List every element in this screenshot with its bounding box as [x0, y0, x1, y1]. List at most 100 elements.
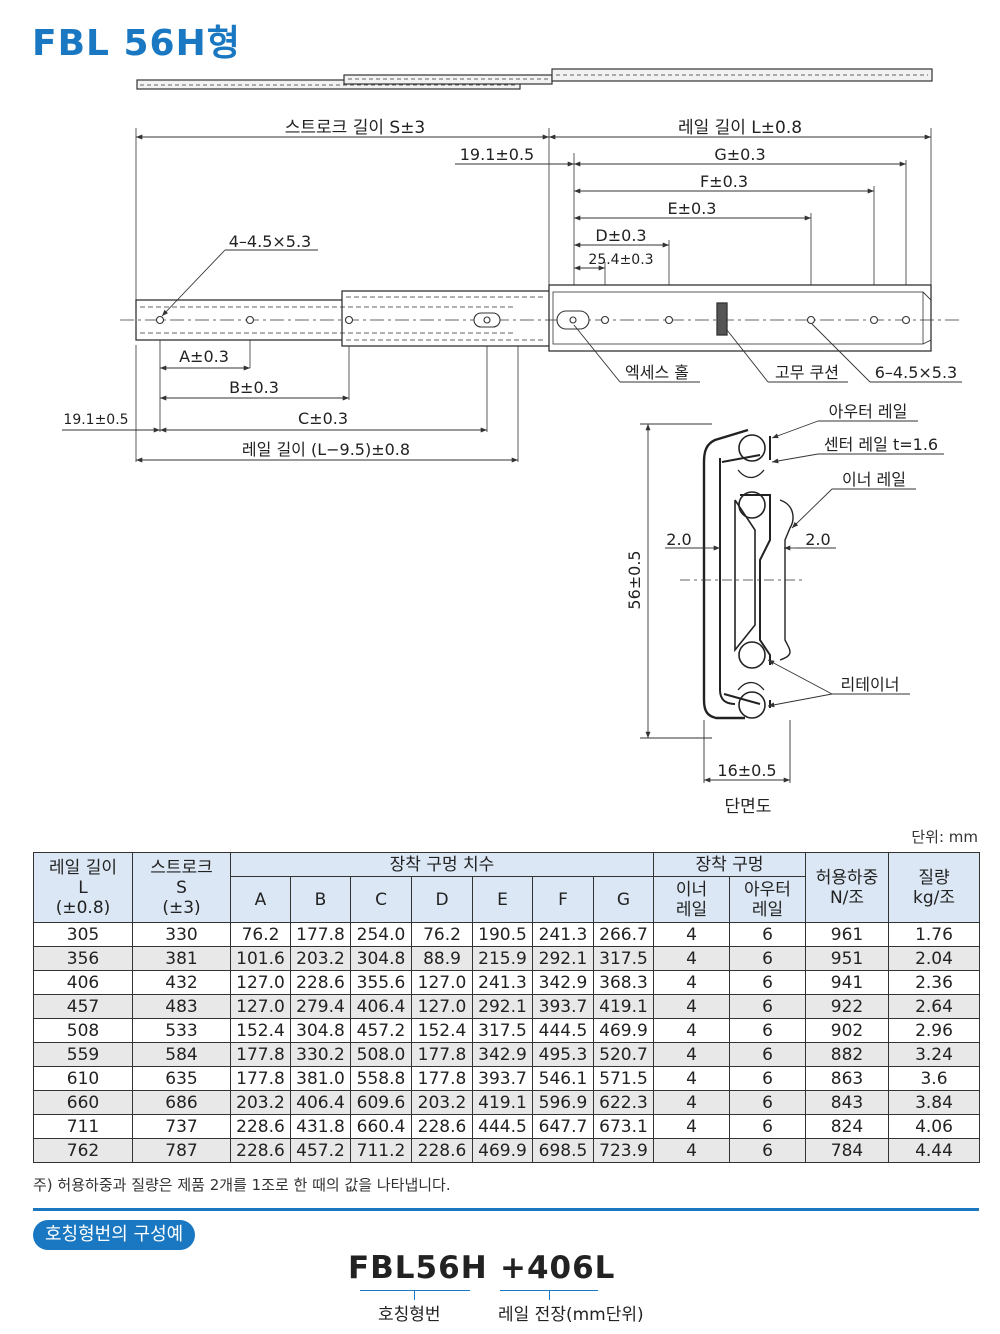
table-cell: 228.6 — [411, 1138, 473, 1163]
table-cell: 342.9 — [532, 970, 594, 995]
table-cell: 292.1 — [532, 946, 594, 971]
table-cell: 215.9 — [472, 946, 533, 971]
table-cell: 304.8 — [290, 1018, 351, 1043]
table-cell: 457.2 — [290, 1138, 351, 1163]
dim-f-label: F±0.3 — [700, 172, 748, 191]
table-cell: 508.0 — [350, 1042, 412, 1067]
table-cell: 406.4 — [290, 1090, 351, 1115]
table-cell: 457 — [33, 994, 133, 1019]
table-cell: 393.7 — [532, 994, 594, 1019]
gap-left-label: 2.0 — [666, 530, 691, 549]
unit-label: 단위: mm — [911, 828, 978, 846]
table-cell: 546.1 — [532, 1066, 594, 1091]
table-cell: 254.0 — [350, 922, 412, 947]
table-cell: 6 — [729, 994, 806, 1019]
table-cell: 127.0 — [230, 970, 291, 995]
table-cell: 2.36 — [888, 970, 980, 995]
header-col-e: E — [472, 876, 533, 923]
table-cell: 863 — [805, 1066, 889, 1091]
table-cell: 961 — [805, 922, 889, 947]
inner-rail-label: 이너 레일 — [842, 470, 906, 489]
table-cell: 558.8 — [350, 1066, 412, 1091]
outer-rail-label: 아우터 레일 — [829, 402, 908, 421]
table-cell: 228.6 — [411, 1114, 473, 1139]
table-cell: 76.2 — [230, 922, 291, 947]
header-col-c: C — [350, 876, 412, 923]
table-cell: 203.2 — [230, 1090, 291, 1115]
outer-holes-label: 6–4.5×5.3 — [875, 363, 957, 382]
table-cell: 483 — [132, 994, 231, 1019]
table-cell: 317.5 — [593, 946, 654, 971]
table-cell: 152.4 — [230, 1018, 291, 1043]
table-cell: 152.4 — [411, 1018, 473, 1043]
rail-side-view — [120, 284, 960, 352]
table-cell: 203.2 — [411, 1090, 473, 1115]
table-cell: 508 — [33, 1018, 133, 1043]
table-cell: 3.6 — [888, 1066, 980, 1091]
header-mount-holes: 장착 구멍 — [653, 852, 806, 877]
table-cell: 533 — [132, 1018, 231, 1043]
retainer-label: 리테이너 — [841, 675, 900, 694]
table-cell: 101.6 — [230, 946, 291, 971]
table-cell: 177.8 — [411, 1042, 473, 1067]
dim-25-label: 25.4±0.3 — [588, 252, 653, 268]
table-cell: 4.44 — [888, 1138, 980, 1163]
table-cell: 520.7 — [593, 1042, 654, 1067]
table-cell: 6 — [729, 970, 806, 995]
table-cell: 292.1 — [472, 994, 533, 1019]
table-cell: 635 — [132, 1066, 231, 1091]
model-caption: 호칭형번 — [378, 1305, 441, 1325]
table-cell: 4 — [653, 970, 730, 995]
offset-top-label: 19.1±0.5 — [460, 145, 534, 164]
table-cell: 381.0 — [290, 1066, 351, 1091]
table-cell: 457.2 — [350, 1018, 412, 1043]
table-cell: 571.5 — [593, 1066, 654, 1091]
table-cell: 622.3 — [593, 1090, 654, 1115]
width-label: 16±0.5 — [717, 761, 776, 780]
table-cell: 4 — [653, 922, 730, 947]
table-cell: 698.5 — [532, 1138, 594, 1163]
table-cell: 660.4 — [350, 1114, 412, 1139]
table-cell: 6 — [729, 922, 806, 947]
table-cell: 787 — [132, 1138, 231, 1163]
table-cell: 686 — [132, 1090, 231, 1115]
table-cell: 4 — [653, 1138, 730, 1163]
table-cell: 4 — [653, 994, 730, 1019]
dim-b-label: B±0.3 — [229, 378, 279, 397]
dim-d-label: D±0.3 — [595, 226, 646, 245]
header-mount-dims: 장착 구멍 치수 — [230, 852, 654, 877]
table-cell: 584 — [132, 1042, 231, 1067]
table-cell: 941 — [805, 970, 889, 995]
rail-length-label: 레일 길이 L±0.8 — [678, 118, 802, 138]
table-cell: 596.9 — [532, 1090, 594, 1115]
table-cell: 711 — [33, 1114, 133, 1139]
table-cell: 444.5 — [532, 1018, 594, 1043]
table-cell: 784 — [805, 1138, 889, 1163]
length-code: +406L — [500, 1250, 616, 1286]
table-cell: 6 — [729, 1114, 806, 1139]
table-cell: 419.1 — [593, 994, 654, 1019]
table-cell: 2.04 — [888, 946, 980, 971]
table-cell: 432 — [132, 970, 231, 995]
dim-e-label: E±0.3 — [668, 199, 717, 218]
table-cell: 355.6 — [350, 970, 412, 995]
table-cell: 3.24 — [888, 1042, 980, 1067]
table-cell: 330.2 — [290, 1042, 351, 1067]
model-code: FBL56H — [348, 1250, 488, 1286]
inner-rail-length-label: 레일 길이 (L−9.5)±0.8 — [242, 440, 410, 459]
table-cell: 609.6 — [350, 1090, 412, 1115]
table-cell: 2.96 — [888, 1018, 980, 1043]
table-cell: 241.3 — [472, 970, 533, 995]
table-cell: 241.3 — [532, 922, 594, 947]
table-cell: 4 — [653, 1090, 730, 1115]
stroke-length-label: 스트로크 길이 S±3 — [285, 118, 426, 138]
table-cell: 2.64 — [888, 994, 980, 1019]
